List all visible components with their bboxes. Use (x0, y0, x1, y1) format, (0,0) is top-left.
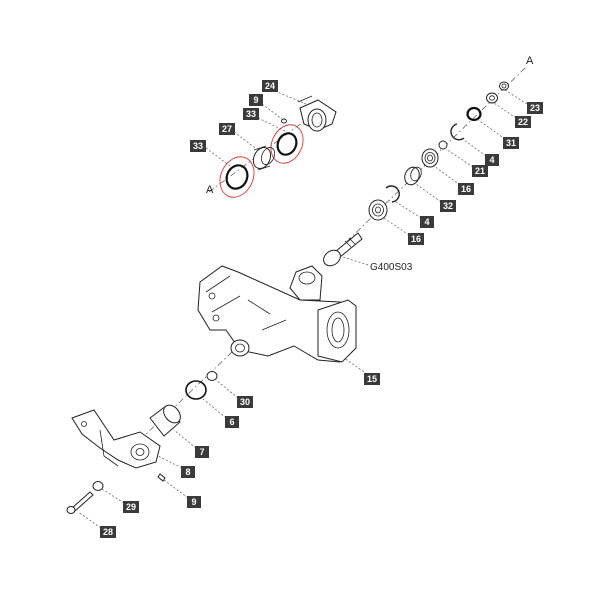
svg-text:33: 33 (193, 141, 203, 151)
svg-text:28: 28 (103, 527, 113, 537)
callout-4-upper: 4 (485, 154, 499, 166)
part-9-pin-top (281, 118, 287, 124)
callout-21: 21 (472, 165, 488, 177)
svg-text:32: 32 (443, 201, 453, 211)
callout-16-lower: 16 (408, 233, 424, 245)
ref-mark-a-left: A (206, 184, 214, 196)
svg-text:21: 21 (475, 166, 485, 176)
callout-16-upper: 16 (458, 183, 474, 195)
callout-33-top: 33 (243, 108, 259, 120)
part-22-washer (486, 92, 498, 104)
lower-axis (139, 351, 233, 441)
svg-text:30: 30 (240, 397, 250, 407)
svg-text:4: 4 (489, 155, 494, 165)
part-33-ring-lower (219, 156, 255, 198)
svg-text:4: 4 (424, 217, 429, 227)
callout-33-left: 33 (190, 140, 206, 152)
part-6-o-ring (185, 380, 207, 400)
callout-30: 30 (237, 396, 253, 408)
part-28-bolt (66, 491, 94, 514)
svg-text:15: 15 (367, 374, 377, 384)
part-16-bearing-upper (421, 148, 439, 168)
part-29-spacer (92, 481, 104, 491)
part-24-bracket (297, 95, 337, 132)
svg-text:24: 24 (265, 81, 275, 91)
svg-text:16: 16 (411, 234, 421, 244)
callout-4-lower: 4 (420, 216, 434, 228)
leader-lines (77, 89, 528, 529)
part-31-seal-ring (466, 106, 482, 122)
part-15-steering-housing (197, 265, 357, 363)
callout-32: 32 (440, 200, 456, 212)
callout-23: 23 (527, 102, 543, 114)
part-8-bracket (71, 409, 161, 469)
svg-text:31: 31 (506, 138, 516, 148)
svg-text:33: 33 (246, 109, 256, 119)
callout-9-lower: 9 (187, 496, 201, 508)
svg-text:27: 27 (222, 124, 232, 134)
svg-text:7: 7 (199, 447, 204, 457)
part-32-bushing (404, 166, 422, 186)
svg-text:16: 16 (461, 184, 471, 194)
svg-text:9: 9 (253, 95, 258, 105)
ref-mark-a-top: A (526, 55, 534, 67)
svg-text:22: 22 (518, 117, 528, 127)
svg-text:9: 9 (191, 497, 196, 507)
part-16-bearing-lower (368, 199, 388, 221)
callout-9-top: 9 (249, 94, 263, 106)
callout-22: 22 (515, 116, 531, 128)
part-21-ring (438, 140, 448, 150)
callout-31: 31 (503, 137, 519, 149)
svg-text:6: 6 (229, 417, 234, 427)
callout-29: 29 (123, 501, 139, 513)
callout-27: 27 (219, 123, 235, 135)
svg-text:29: 29 (126, 502, 136, 512)
part-g400s03-shaft (323, 232, 363, 267)
callout-24: 24 (262, 80, 278, 92)
part-30-o-ring-small (206, 371, 218, 381)
callout-8: 8 (181, 466, 195, 478)
callout-15: 15 (364, 373, 380, 385)
part-9-pin-lower (157, 473, 166, 482)
callout-6: 6 (225, 416, 239, 428)
part-code-label: G400S03 (370, 262, 413, 273)
svg-text:G400S03: G400S03 (370, 262, 413, 273)
part-27-bushing (252, 145, 276, 171)
callout-7: 7 (195, 446, 209, 458)
svg-text:23: 23 (530, 103, 540, 113)
part-4-snap-ring-upper (450, 123, 465, 141)
part-33-ring-upper (270, 124, 304, 164)
part-4-snap-ring-lower (385, 185, 400, 203)
part-7-bushing (149, 404, 181, 437)
part-23-nut (499, 81, 509, 91)
callout-28: 28 (100, 526, 116, 538)
svg-text:8: 8 (185, 467, 190, 477)
